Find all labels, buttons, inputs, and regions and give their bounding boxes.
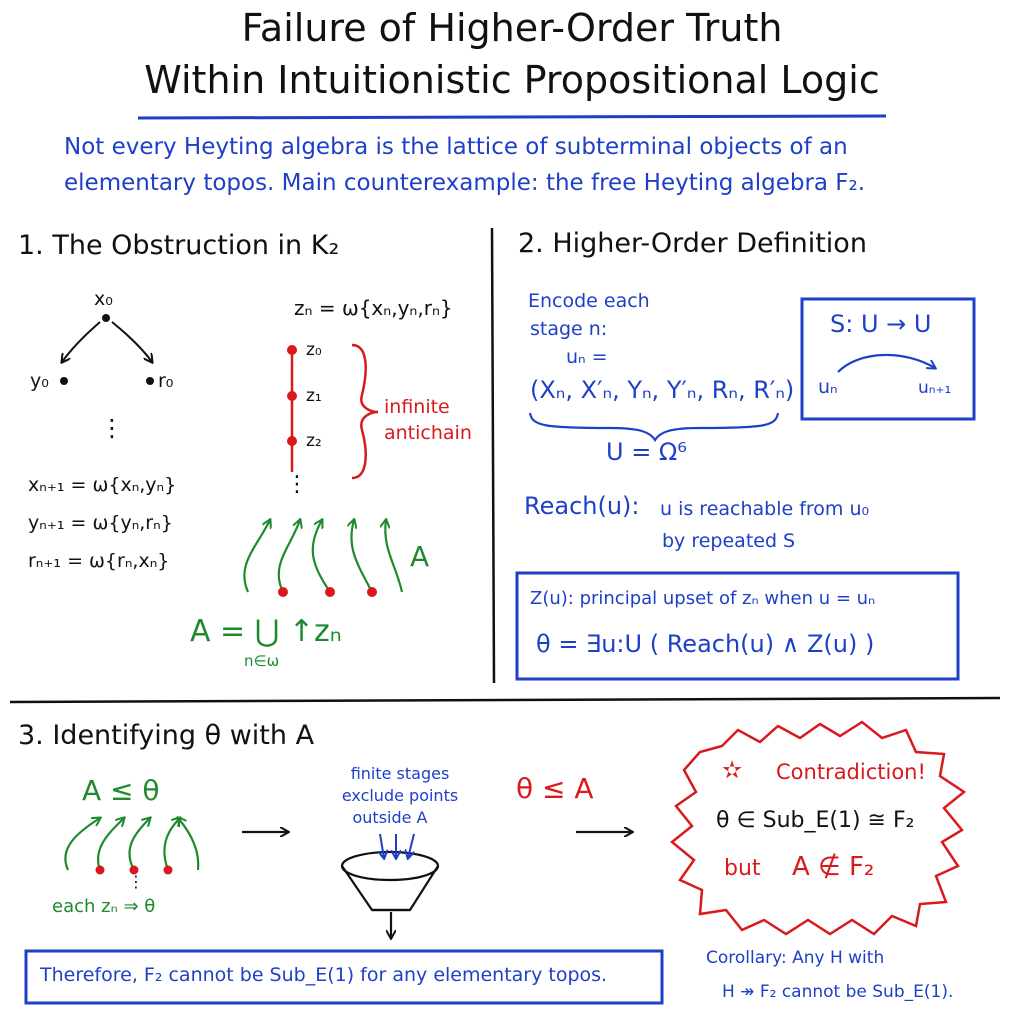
A-le-theta: A ≤ θ: [82, 774, 160, 807]
corollary-line-1: Corollary: Any H with: [706, 948, 885, 968]
encode-line-1: Encode each: [528, 290, 650, 312]
upset-base-points-3: [95, 865, 173, 875]
s-map-label: S: U → U: [830, 310, 932, 338]
A-not-in-F2: A ∉ F₂: [792, 852, 875, 882]
z2-dot: [287, 436, 297, 446]
z0-dot: [287, 345, 297, 355]
A-union-definition: A = ⋃ ↑zₙ: [190, 614, 342, 649]
node-x0-label: x₀: [94, 288, 113, 310]
reach-term: Reach(u):: [524, 492, 640, 520]
upset-arrows-1: [243, 520, 404, 593]
but-label: but: [724, 856, 761, 881]
edge-x0-r0: [111, 321, 152, 362]
U-definition: U = Ω⁶: [606, 438, 687, 466]
A-label: A: [410, 540, 430, 573]
star-icon: ✫: [722, 756, 743, 784]
node-r0-label: r₀: [158, 370, 174, 392]
stage-tuple: (Xₙ, X′ₙ, Yₙ, Y′ₙ, Rₙ, R′ₙ): [530, 376, 795, 404]
node-r0-dot: [146, 377, 154, 385]
un-equals: uₙ =: [566, 346, 608, 368]
encode-line-2: stage n:: [530, 318, 608, 340]
finite-stages-1: finite stages: [350, 764, 450, 783]
intro-line-1: Not every Heyting algebra is the lattice…: [64, 134, 848, 160]
upset-base-points-1: [278, 587, 377, 597]
corollary-line-2: H ↠ F₂ cannot be Sub_E(1).: [722, 982, 954, 1002]
funnel-icon: [340, 850, 440, 938]
intro-line-2: elementary topos. Main counterexample: t…: [64, 170, 866, 196]
Z-definition: Z(u): principal upset of zₙ when u = uₙ: [530, 588, 876, 609]
section-2-heading: 2. Higher-Order Definition: [518, 228, 867, 259]
z1-label: z₁: [306, 386, 322, 406]
s-map-arrow: [837, 353, 935, 373]
page-subtitle: Within Intuitionistic Propositional Logi…: [144, 58, 880, 102]
therefore-box: [24, 949, 664, 1005]
reach-description-1: u is reachable from u₀: [660, 498, 870, 520]
finite-stages-2: exclude points: [341, 786, 459, 805]
vdots-3: ⋮: [128, 872, 144, 891]
s-map-box: [800, 297, 976, 421]
s-map-source: uₙ: [818, 376, 838, 398]
eq-y-next: yₙ₊₁ = ω{yₙ,rₙ}: [28, 512, 173, 534]
theta-definition: θ = ∃u:U ( Reach(u) ∧ Z(u) ): [536, 630, 875, 658]
vertical-divider: [490, 227, 496, 684]
funnel-inflow-arrows: [380, 833, 415, 858]
finite-stages-3: outside A: [352, 808, 428, 827]
s-map-target: uₙ₊₁: [918, 378, 952, 398]
node-y0-label: y₀: [30, 370, 49, 392]
theta-le-A: θ ≤ A: [516, 772, 594, 805]
eq-x-next: xₙ₊₁ = ω{xₙ,yₙ}: [28, 474, 177, 496]
edge-x0-y0: [62, 321, 101, 362]
antichain-label-1: infinite: [384, 396, 450, 418]
z0-label: z₀: [306, 340, 322, 360]
eq-r-next: rₙ₊₁ = ω{rₙ,xₙ}: [28, 550, 170, 572]
theta-in-sub: θ ∈ Sub_E(1) ≅ F₂: [716, 808, 915, 833]
z1-dot: [287, 391, 297, 401]
contradiction-label: Contradiction!: [776, 760, 926, 784]
page-title: Failure of Higher-Order Truth: [241, 6, 783, 50]
z2-label: z₂: [306, 431, 322, 451]
therefore-statement: Therefore, F₂ cannot be Sub_E(1) for any…: [40, 964, 608, 986]
upset-arrows-3: [64, 818, 200, 871]
section-3-heading: 3. Identifying θ with A: [18, 720, 315, 751]
contradiction-burst: [670, 720, 967, 936]
horizontal-divider: [9, 696, 1001, 704]
theta-box: [515, 571, 960, 681]
title-underline: [137, 114, 887, 120]
vdots-1: ⋮: [100, 414, 124, 442]
A-union-index: n∈ω: [244, 652, 280, 670]
reach-description-2: by repeated S: [662, 530, 796, 552]
node-y0-dot: [60, 377, 68, 385]
antichain-brace: [351, 343, 379, 480]
each-zn-implies-theta: each zₙ ⇒ θ: [52, 896, 156, 917]
antichain-label-2: antichain: [384, 422, 472, 444]
zn-definition: zₙ = ω{xₙ,yₙ,rₙ}: [294, 296, 453, 320]
node-x0-dot: [102, 314, 110, 322]
tuple-brace: [528, 412, 780, 443]
vdots-2: ⋮: [286, 472, 308, 497]
section-1-heading: 1. The Obstruction in K₂: [18, 230, 340, 261]
